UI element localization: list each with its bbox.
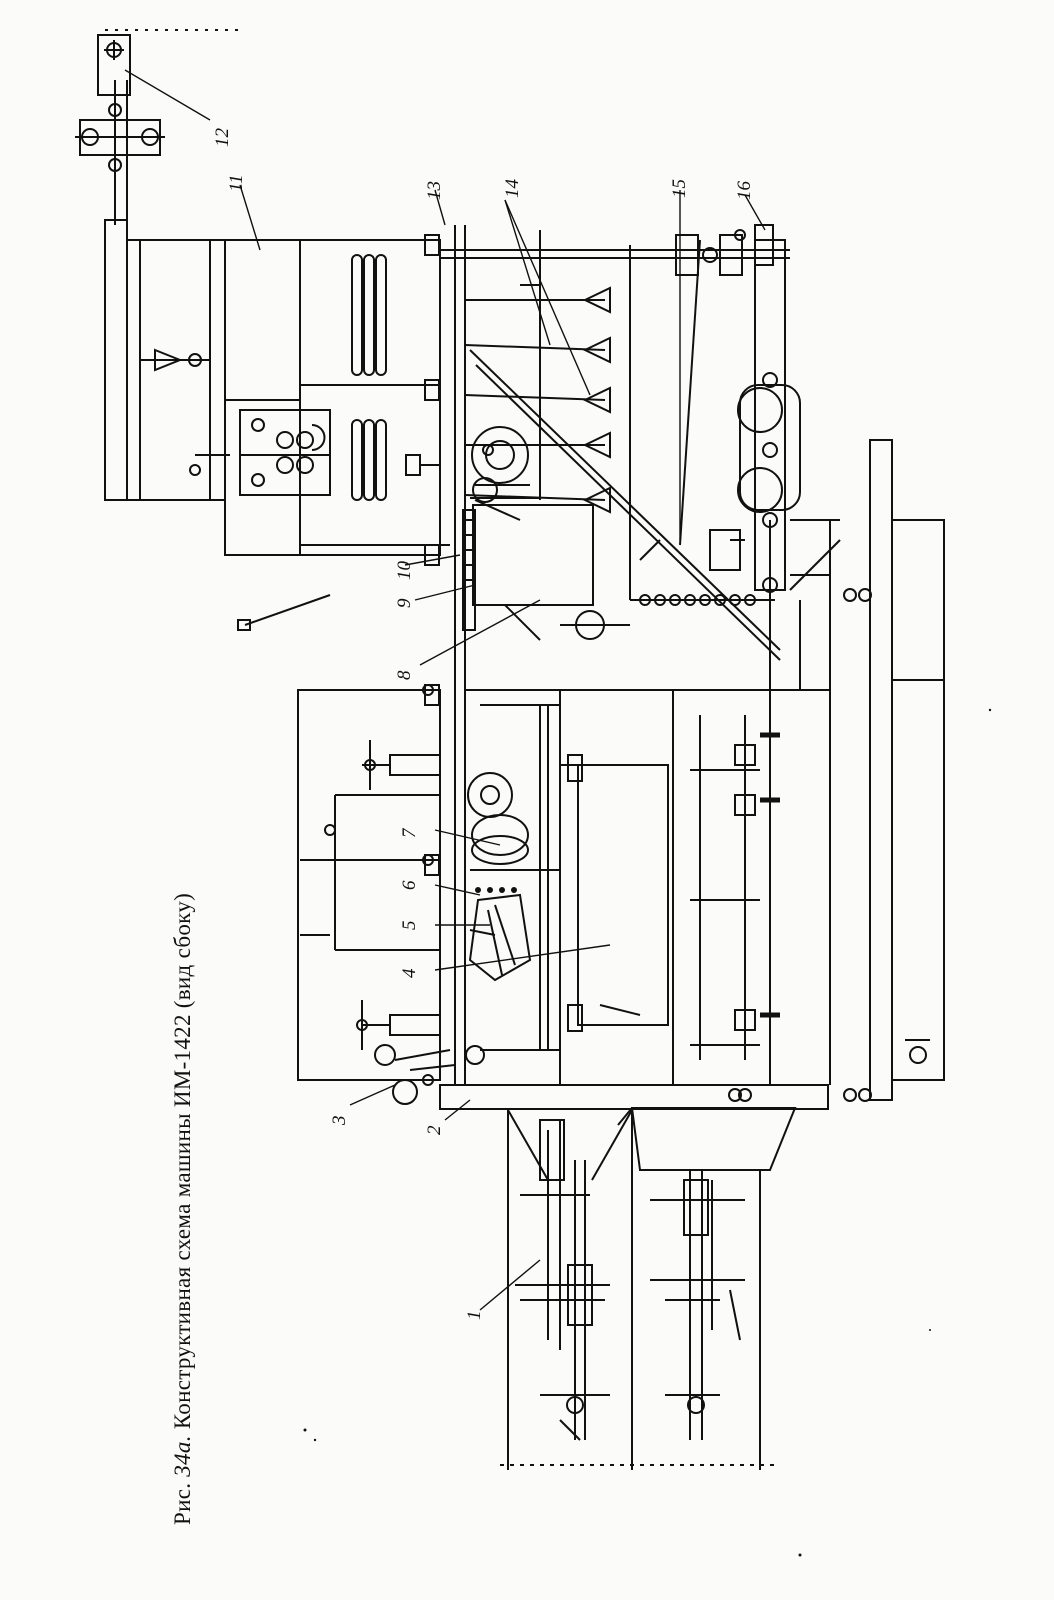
- callout-4: 4: [399, 968, 420, 978]
- callout-9: 9: [394, 598, 415, 608]
- callout-5: 5: [399, 921, 420, 931]
- callout-11: 11: [226, 174, 247, 192]
- front-rails: [500, 1109, 780, 1470]
- callout-7: 7: [399, 827, 420, 838]
- central-frame: [480, 704, 780, 1060]
- gear-block: [462, 426, 630, 641]
- chain-drive: [467, 772, 532, 982]
- leader-lines: [124, 69, 766, 1311]
- callout-16: 16: [734, 181, 755, 201]
- callout-8: 8: [394, 670, 415, 680]
- callout-13: 13: [424, 181, 445, 200]
- callout-labels: 1 2 3 4 5 6 7 8 9 10 11 12 13 14 15 16: [212, 128, 755, 1321]
- callout-2: 2: [424, 1125, 445, 1135]
- hitch-frame: [75, 29, 240, 501]
- hopper-box: [297, 684, 485, 1105]
- callout-15: 15: [669, 179, 690, 198]
- callout-6: 6: [399, 880, 420, 890]
- callout-1: 1: [464, 1311, 485, 1321]
- control-cabinet: [224, 234, 450, 876]
- frame-bar: [439, 1084, 829, 1171]
- wheel-assembly: [709, 239, 841, 593]
- callout-10: 10: [394, 561, 415, 581]
- callout-14: 14: [502, 179, 523, 199]
- callout-3: 3: [329, 1116, 350, 1127]
- callout-12: 12: [212, 128, 233, 148]
- spring-teeth: [440, 224, 790, 661]
- scan-specks: [303, 708, 992, 1557]
- main-body: [454, 225, 945, 1102]
